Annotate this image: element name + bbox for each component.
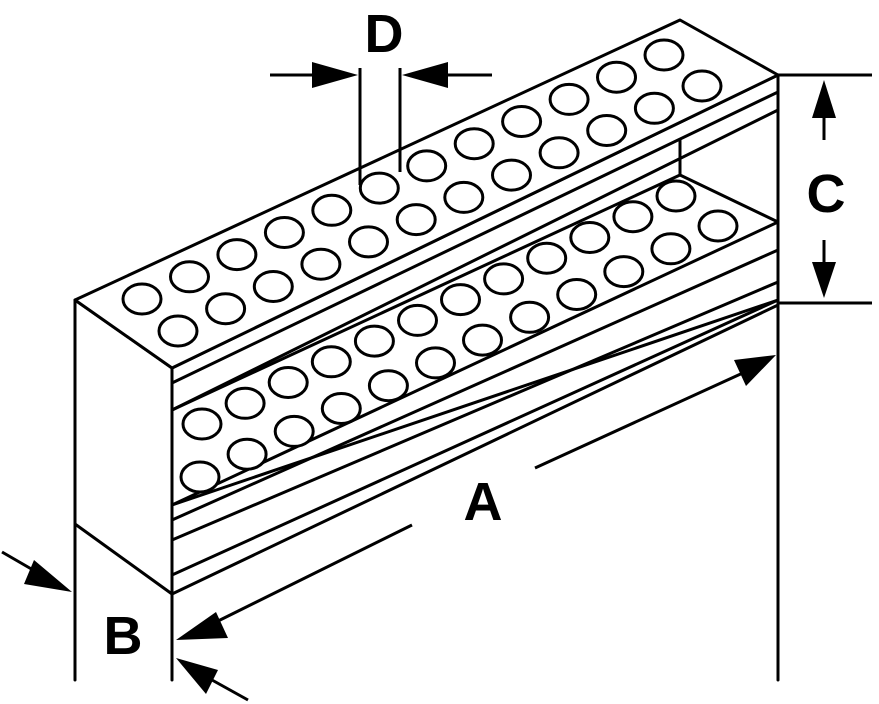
hole [556,278,598,311]
hole [367,369,409,403]
hole [681,69,723,103]
dimension-b: B [1,550,249,702]
dimension-d: D [270,4,492,185]
c-arrow-down [812,262,836,298]
hole [216,238,258,272]
hole [697,209,739,243]
hole [121,282,163,316]
hole [406,149,448,183]
hole [586,114,628,147]
hole [205,292,247,326]
hole [311,193,353,227]
hole [273,414,315,448]
base-groove-2 [170,280,780,542]
a-leader-right [534,370,746,470]
d-arrow-left [312,62,358,88]
b-arrow-left [24,560,72,592]
hole [596,60,637,94]
hole [157,314,199,348]
hole [483,262,525,296]
hole [395,203,437,237]
hole [181,407,223,441]
hole [263,216,305,249]
hole [300,247,342,281]
label-b: B [104,606,143,666]
hole [348,225,389,259]
hole [415,346,456,380]
dimension-c: C [778,73,872,305]
b-leader-right [211,678,249,702]
label-a: A [464,472,503,532]
hole [397,303,438,337]
hole [440,283,481,317]
hole [526,241,568,275]
hole [224,386,266,420]
upper-tier-holes [121,38,723,348]
upper-tier-under-edge [170,108,780,412]
c-arrow-up [812,80,836,118]
hole [443,180,485,214]
hole [179,460,221,494]
hole [538,136,580,170]
hole [643,38,685,72]
hole [603,255,645,289]
label-d: D [365,4,404,64]
hole [509,300,551,334]
hole [569,221,611,254]
hole [310,345,352,379]
a-arrow-left [176,612,228,640]
hole [353,324,395,358]
a-leader-left [209,523,413,627]
hole [267,366,309,399]
hole [491,158,532,192]
hole [633,91,675,125]
hole [252,270,294,303]
hole [226,437,268,471]
b-arrow-right [176,658,218,694]
hole [453,127,495,161]
hole [501,105,543,138]
hole [462,323,503,357]
hole [548,82,590,116]
base-groove-3 [170,298,780,577]
hole [650,232,692,266]
hole [655,179,697,213]
dimension-a: A [176,355,776,640]
hole [358,171,400,205]
lower-tier-holes [179,179,739,494]
label-c: C [807,164,846,224]
base-groove-1 [170,248,780,522]
d-arrow-right [402,62,448,88]
a-arrow-right [734,355,776,386]
hole [169,260,210,294]
hole [320,392,362,425]
hole [612,200,654,234]
